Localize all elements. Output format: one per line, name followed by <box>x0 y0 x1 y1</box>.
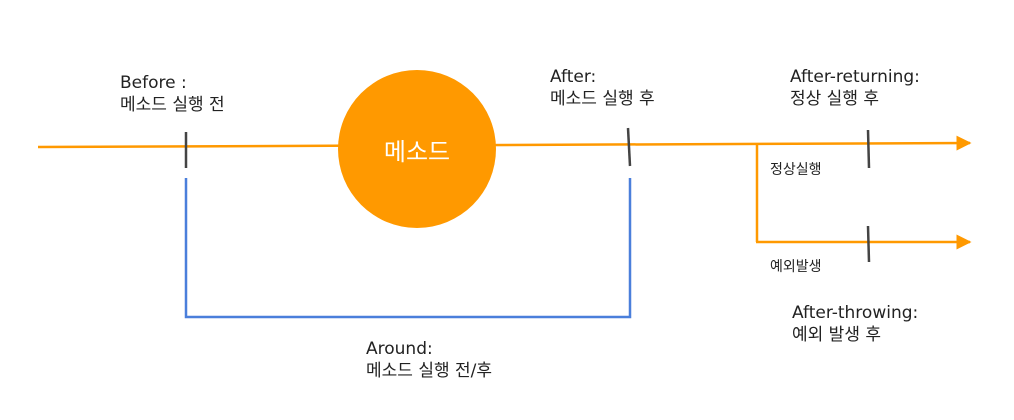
after-throwing-desc: 예외 발생 후 <box>792 325 882 345</box>
after-returning-title: After-returning: <box>790 67 920 87</box>
after-throwing-tick <box>866 225 871 263</box>
after-returning-desc: 정상 실행 후 <box>790 89 880 109</box>
after-throwing-label: After-throwing: 예외 발생 후 <box>792 302 918 346</box>
after-desc: 메소드 실행 후 <box>550 89 655 109</box>
after-returning-tick <box>866 129 871 169</box>
main-timeline-arrow <box>37 135 972 151</box>
normal-execution-label: 정상실행 <box>770 162 822 178</box>
before-desc: 메소드 실행 전 <box>120 95 225 115</box>
exception-label: 예외발생 <box>770 259 822 275</box>
method-circle: 메소드 <box>338 70 496 228</box>
around-desc: 메소드 실행 전/후 <box>366 361 493 381</box>
after-throwing-title: After-throwing: <box>792 303 919 323</box>
method-label: 메소드 <box>383 137 451 166</box>
around-title: Around: <box>366 339 433 359</box>
after-returning-label: After-returning: 정상 실행 후 <box>790 66 920 110</box>
after-title: After: <box>550 67 597 87</box>
before-label: Before : 메소드 실행 전 <box>120 72 225 116</box>
around-bracket <box>184 178 632 319</box>
before-title: Before : <box>120 73 187 93</box>
around-label: Around: 메소드 실행 전/후 <box>366 338 492 382</box>
after-tick <box>626 127 632 167</box>
after-label: After: 메소드 실행 후 <box>550 66 655 110</box>
